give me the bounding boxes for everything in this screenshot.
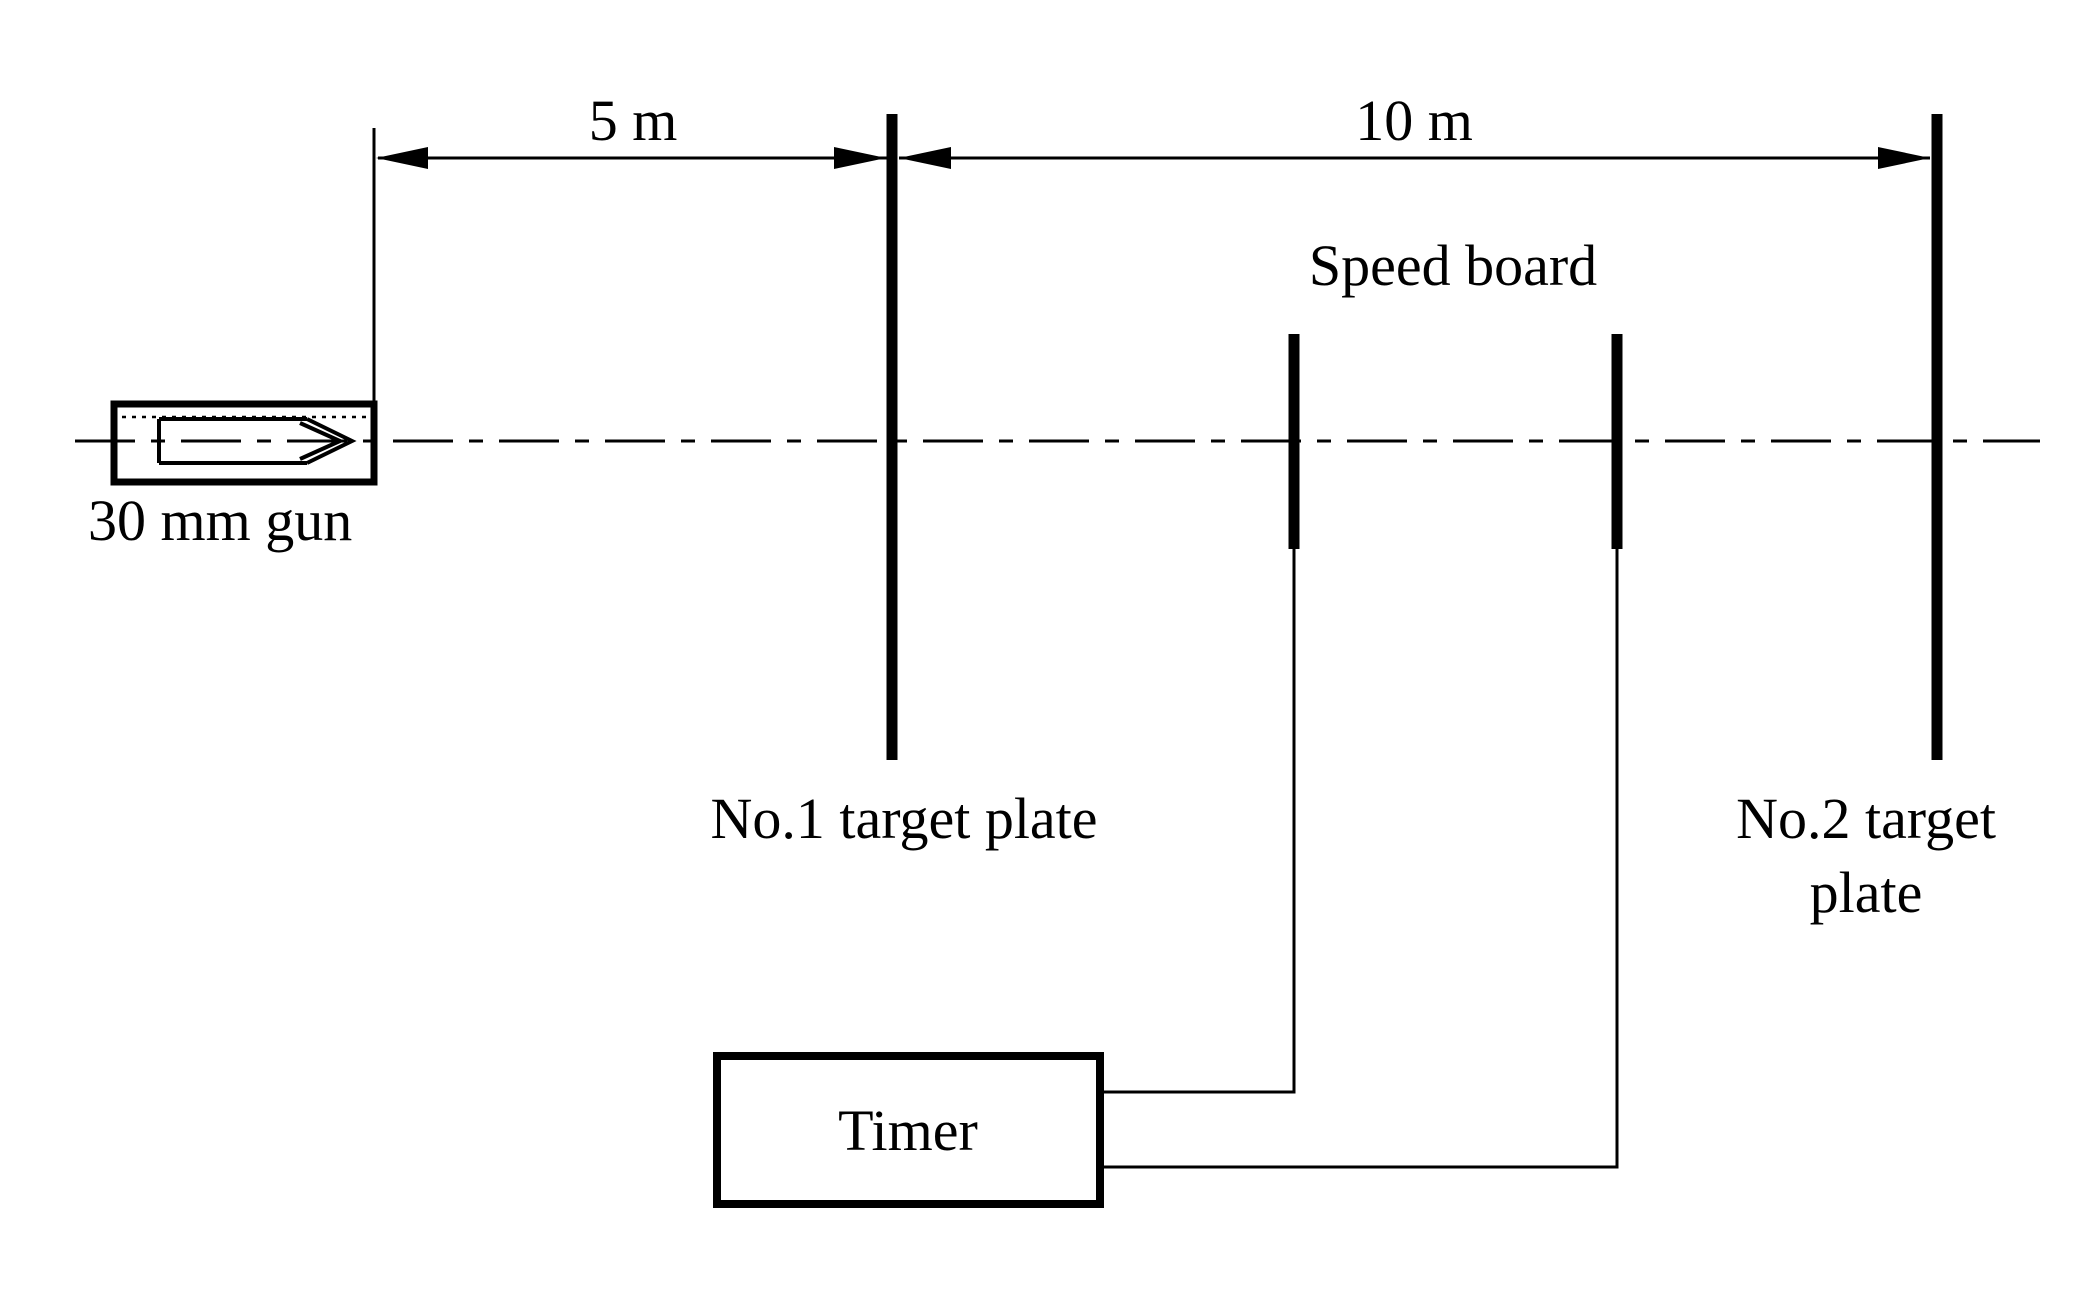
dimension-10m: 10 m (899, 88, 1930, 169)
gun-label: 30 mm gun (88, 488, 352, 553)
projectile-nose-inner-chevron (299, 421, 345, 461)
dimension-10m-label: 10 m (1355, 88, 1473, 153)
speed-board-2-timer-lead (1100, 549, 1619, 1169)
speed-board-label: Speed board (1309, 233, 1597, 298)
speed-board-1-timer-lead (1100, 549, 1296, 1094)
dimension-5m-left-arrowhead-icon (376, 147, 428, 169)
target-plate-2-label-line2: plate (1810, 860, 1923, 925)
target-plate-1-label: No.1 target plate (710, 786, 1097, 851)
dimension-5m-right-arrowhead-icon (834, 147, 886, 169)
dimension-5m: 5 m (376, 88, 888, 169)
dimension-10m-left-arrowhead-icon (899, 147, 951, 169)
gun-assembly (110, 400, 378, 486)
dimension-5m-label: 5 m (589, 88, 678, 153)
projectile-nose-outline (306, 417, 357, 465)
timer-label: Timer (838, 1098, 978, 1163)
target-plate-2-label-line1: No.2 target (1736, 786, 1996, 851)
timer-box (713, 1052, 1104, 1208)
dimension-10m-right-arrowhead-icon (1878, 147, 1930, 169)
gun-body-outline (110, 400, 378, 486)
